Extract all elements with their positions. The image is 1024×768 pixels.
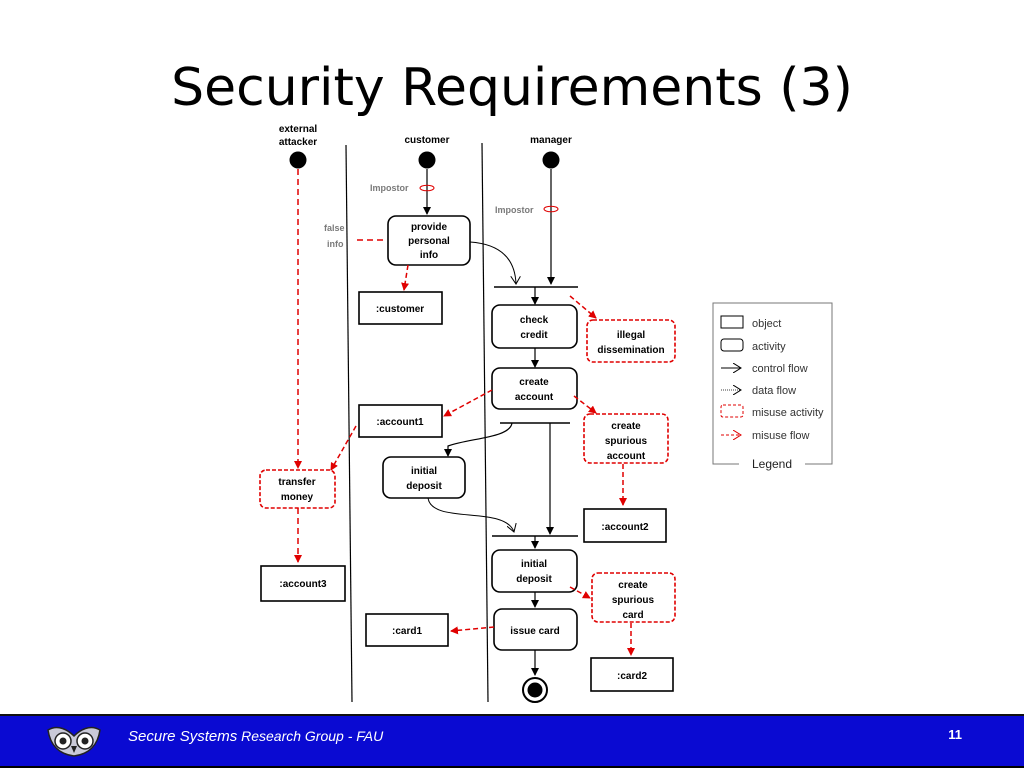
lane-label-external-attacker: external	[279, 124, 318, 135]
svg-text::account1: :account1	[376, 417, 424, 428]
svg-text:issue card: issue card	[510, 626, 559, 637]
control-flow-to-initial-deposit-customer	[444, 422, 513, 457]
legend-control-flow-label: control flow	[752, 363, 808, 375]
svg-text::card2: :card2	[617, 671, 647, 682]
misuse-flow-to-customer-object	[401, 264, 410, 291]
data-flow-deposit-to-join	[427, 497, 514, 532]
object-card2: :card2	[590, 657, 674, 692]
svg-text:create: create	[611, 421, 641, 432]
activity-diagram: external attacker customer manager Impos…	[259, 124, 833, 703]
misuse-flow-to-create-spurious-card	[569, 586, 591, 599]
svg-text:deposit: deposit	[406, 481, 442, 492]
page-number: 11	[948, 727, 962, 742]
misuse-activity-transfer-money: transfer money	[259, 469, 336, 509]
misuse-activity-create-spurious-card: create spurious card	[591, 572, 676, 623]
activity-check-credit: check credit	[491, 304, 578, 349]
svg-text:illegal: illegal	[617, 330, 646, 341]
swimlane-divider-2	[481, 142, 489, 703]
svg-text:card: card	[622, 610, 643, 621]
initial-node-customer	[418, 151, 436, 169]
svg-text::customer: :customer	[376, 304, 424, 315]
svg-text:spurious: spurious	[612, 595, 655, 606]
legend-misuse-flow-label: misuse flow	[752, 430, 810, 442]
misuse-activity-create-spurious-account: create spurious account	[583, 413, 669, 464]
impostor-marker-customer	[419, 184, 435, 192]
initial-node-manager	[542, 151, 560, 169]
lane-label-external-attacker-2: attacker	[279, 137, 317, 148]
svg-text:spurious: spurious	[605, 436, 648, 447]
owl-logo-icon	[47, 726, 101, 757]
svg-text:dissemination: dissemination	[597, 345, 664, 356]
lane-label-manager: manager	[530, 135, 572, 146]
svg-text:money: money	[281, 492, 314, 503]
legend: Legend object activity control flow data…	[712, 302, 833, 471]
svg-text:initial: initial	[521, 559, 547, 570]
misuse-flow-account1-to-transfer	[330, 425, 357, 471]
impostor-marker-manager	[543, 205, 559, 213]
misuse-flow-to-account1	[443, 389, 493, 417]
object-account2: :account2	[583, 508, 667, 543]
activity-initial-deposit-customer: initial deposit	[382, 456, 466, 499]
misuse-activity-illegal-dissemination: illegal dissemination	[586, 319, 676, 363]
false-info-label: false	[324, 223, 345, 233]
misuse-flow-to-illegal-dissemination	[569, 295, 597, 319]
svg-text:account: account	[515, 392, 554, 403]
footer-org-text: Secure Systems Research Group - FAU	[128, 728, 384, 745]
object-card1: :card1	[365, 613, 449, 647]
svg-text::account2: :account2	[601, 522, 649, 533]
activity-provide-personal-info: provide personal info	[387, 215, 471, 266]
footer-bar: Secure Systems Research Group - FAU 11	[0, 714, 1024, 768]
svg-text:create: create	[618, 580, 648, 591]
legend-data-flow-label: data flow	[752, 385, 796, 397]
activity-issue-card: issue card	[493, 608, 578, 651]
legend-misuse-activity-label: misuse activity	[752, 407, 824, 419]
legend-activity-label: activity	[752, 341, 786, 353]
slide-title: Security Requirements (3)	[171, 60, 853, 118]
svg-text:info: info	[420, 250, 438, 261]
svg-text:create: create	[519, 377, 549, 388]
lane-label-customer: customer	[404, 135, 449, 146]
impostor-label-manager: Impostor	[495, 205, 534, 215]
false-info-label-2: info	[327, 239, 344, 249]
data-flow-personal-info-to-join	[469, 241, 516, 284]
legend-object-swatch	[720, 315, 744, 329]
legend-misuse-activity-swatch	[720, 404, 744, 418]
svg-text::account3: :account3	[279, 579, 327, 590]
svg-text:personal: personal	[408, 236, 450, 247]
svg-text:transfer: transfer	[278, 477, 315, 488]
svg-text:deposit: deposit	[516, 574, 552, 585]
svg-text:check: check	[520, 315, 549, 326]
legend-activity-swatch	[720, 338, 744, 352]
misuse-flow-to-create-spurious-account	[573, 395, 597, 414]
object-account1: :account1	[358, 404, 443, 438]
svg-text:initial: initial	[411, 466, 437, 477]
activity-create-account: create account	[491, 367, 578, 410]
impostor-label-customer: Impostor	[370, 183, 409, 193]
legend-title: Legend	[752, 457, 792, 471]
swimlane-divider-1	[345, 144, 353, 703]
object-account3: :account3	[260, 565, 346, 602]
svg-text:credit: credit	[520, 330, 548, 341]
legend-object-label: object	[752, 318, 781, 330]
svg-text::card1: :card1	[392, 626, 422, 637]
object-customer: :customer	[358, 291, 443, 325]
svg-text:provide: provide	[411, 222, 448, 233]
activity-initial-deposit-manager: initial deposit	[491, 549, 578, 593]
initial-node-attacker	[289, 151, 307, 169]
svg-text:account: account	[607, 451, 646, 462]
final-node	[522, 677, 548, 703]
misuse-flow-to-card1	[450, 626, 495, 635]
